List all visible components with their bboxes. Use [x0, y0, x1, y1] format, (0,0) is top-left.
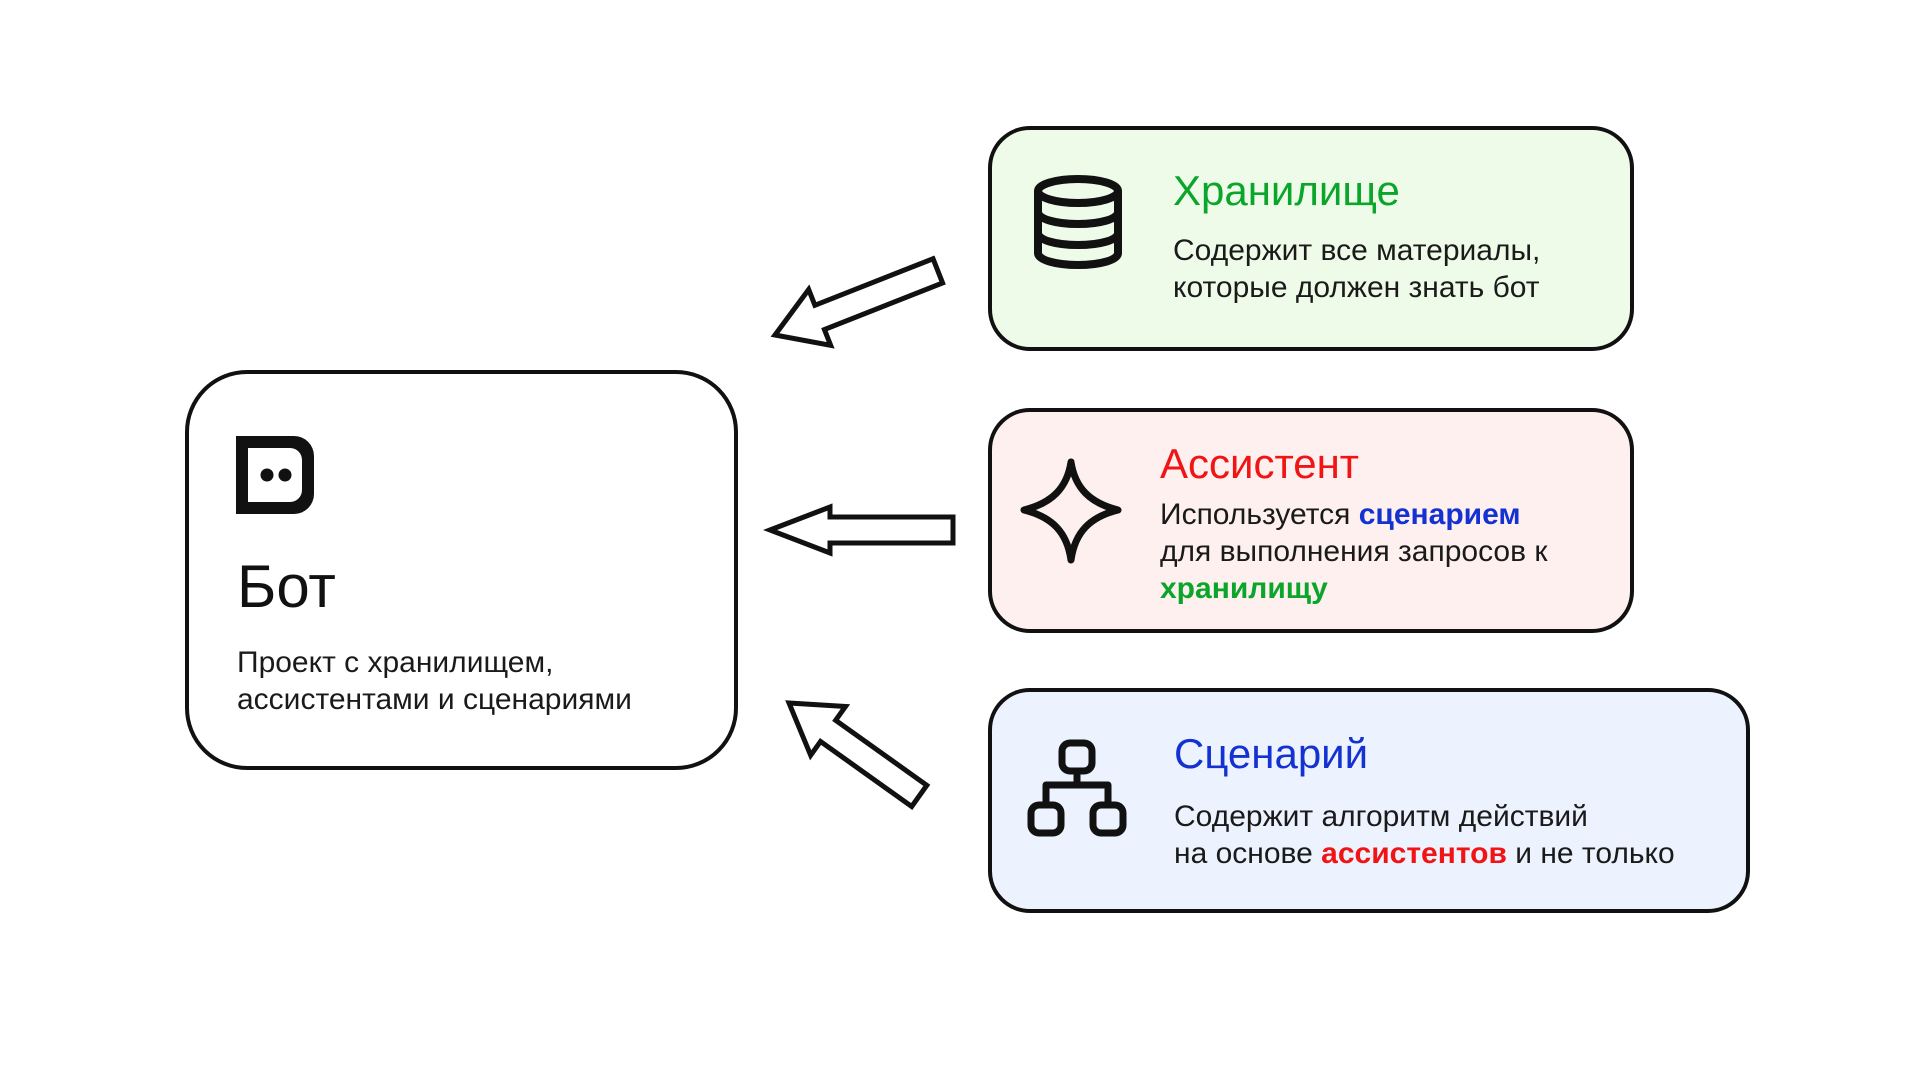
assistant-description-text: Используется	[1160, 498, 1359, 531]
scenario-description-line: Содержит алгоритм действий	[1174, 800, 1588, 833]
bot-description-line: ассистентами и сценариями	[237, 683, 632, 716]
scenario-assistants-highlight: ассистентов	[1321, 837, 1507, 870]
scenario-card: Сценарий Содержит алгоритм действий на о…	[988, 688, 1750, 913]
assistant-description-line: для выполнения запросов к	[1160, 535, 1548, 568]
bot-title: Бот	[237, 553, 336, 620]
assistant-storage-highlight: хранилищу	[1160, 572, 1328, 605]
scenario-description-text: и не только	[1506, 837, 1675, 870]
bot-card: Бот Проект с хранилищем, ассистентами и …	[185, 370, 738, 770]
chat-bubble-icon	[236, 436, 314, 514]
assistant-description-line: Используется сценарием	[1160, 496, 1548, 533]
scenario-description: Содержит алгоритм действий на основе асс…	[1174, 798, 1675, 872]
bot-description: Проект с хранилищем, ассистентами и сцен…	[237, 644, 632, 718]
database-icon	[1034, 175, 1122, 269]
assistant-description: Используется сценарием для выполнения за…	[1160, 496, 1548, 607]
scenario-title: Сценарий	[1174, 730, 1369, 777]
scenario-description-text: на основе	[1174, 837, 1322, 870]
flowchart-icon	[1027, 739, 1127, 837]
storage-description-line: Содержит все материалы,	[1173, 234, 1541, 267]
storage-description: Содержит все материалы, которые должен з…	[1173, 232, 1540, 306]
arrow-assistant-to-bot	[763, 503, 956, 557]
storage-description-line: которые должен знать бот	[1173, 271, 1540, 304]
arrow-scenario-to-bot	[785, 700, 931, 810]
arrow-storage-to-bot	[770, 255, 946, 349]
storage-card: Хранилище Содержит все материалы, которы…	[988, 126, 1634, 351]
bot-description-line: Проект с хранилищем,	[237, 646, 554, 679]
sparkle-icon	[1020, 458, 1122, 564]
assistant-card: Ассистент Используется сценарием для вып…	[988, 408, 1634, 633]
assistant-title: Ассистент	[1160, 440, 1360, 487]
storage-title: Хранилище	[1173, 167, 1400, 214]
assistant-scenario-highlight: сценарием	[1358, 498, 1521, 531]
scenario-description-line: на основе ассистентов и не только	[1174, 835, 1675, 872]
